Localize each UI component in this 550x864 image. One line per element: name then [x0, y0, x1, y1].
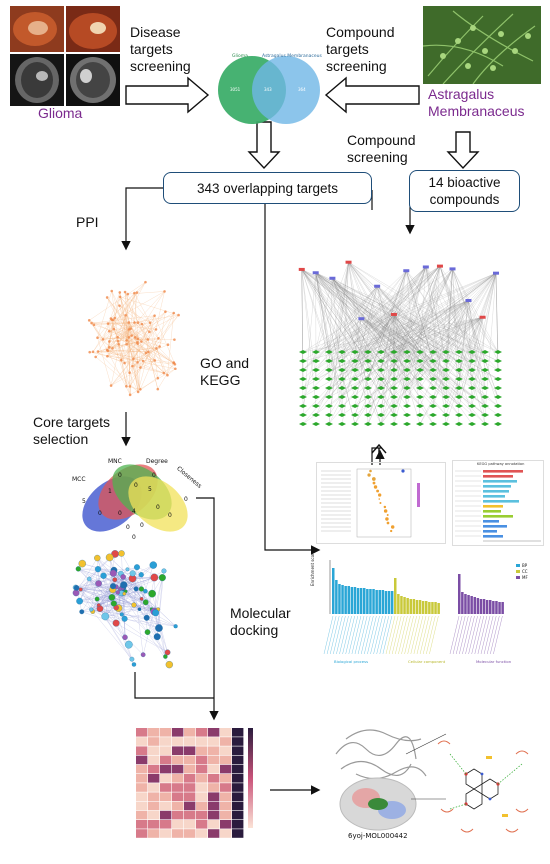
count-14: 0 — [132, 534, 136, 541]
kegg-title: KEGG pathway annotation — [477, 462, 525, 466]
venn-right-count: 364 — [298, 87, 306, 92]
count-8: 0 — [118, 510, 122, 517]
disease-targets-screening-label: Disease targets screening — [130, 24, 191, 74]
venn-right-title: Astragalus Membranaceus — [262, 54, 322, 59]
bioactive-compounds-box: 14 bioactive compounds — [409, 170, 520, 212]
group-cc: Cellular component — [408, 659, 446, 664]
legend-bp: BP — [522, 563, 528, 568]
kegg-annotation-chart: KEGG pathway annotation — [452, 460, 544, 546]
count-12: 0 — [140, 522, 144, 529]
venn-left-count: 3051 — [230, 87, 241, 92]
venn-left-title: Glioma — [232, 54, 248, 59]
glioma-image — [10, 6, 120, 106]
count-3: 0 — [184, 496, 188, 503]
count-1: 0 — [118, 472, 122, 479]
count-9: 4 — [132, 508, 136, 515]
go-kegg-label: GO and KEGG — [200, 355, 250, 388]
count-4: 5 — [148, 486, 152, 493]
count-7: 0 — [168, 512, 172, 519]
set-mnc: MNC — [108, 458, 122, 465]
group-bp: Biological process — [334, 659, 369, 664]
count-11: 0 — [156, 504, 160, 511]
venn-diagram: Glioma Astragalus Membranaceus 3051 343 … — [212, 52, 326, 128]
venn-mid-count: 343 — [264, 87, 272, 92]
count-2: 0 — [152, 472, 156, 479]
set-mcc: MCC — [72, 476, 86, 483]
group-mf: Molecular function — [476, 659, 512, 664]
glioma-label: Glioma — [38, 105, 83, 121]
count-13: 0 — [126, 524, 130, 531]
ppi-label: PPI — [76, 214, 99, 230]
docking-heatmap — [118, 724, 266, 858]
count-10: 0 — [98, 510, 102, 517]
go-enrichment-chart: Enrichment score BP CC MF Biological pro… — [310, 551, 544, 668]
compound-target-network — [288, 252, 518, 442]
core-targets-label: Core targets selection — [33, 414, 111, 447]
astragalus-label: Astragalus Membranaceus — [428, 86, 525, 119]
docking-label: 6yoj-MOL000442 — [348, 832, 408, 840]
astragalus-image — [423, 6, 541, 84]
enrichment-ylabel: Enrichment score — [310, 550, 315, 586]
set-degree: Degree — [146, 458, 168, 465]
legend-cc: CC — [522, 569, 528, 574]
compound-targets-screening-label: Compound targets screening — [326, 24, 395, 74]
overlapping-targets-box: 343 overlapping targets — [163, 172, 372, 204]
count-5: 0 — [134, 482, 138, 489]
count-6: 1 — [108, 488, 112, 495]
compound-screening-label: Compound screening — [347, 132, 416, 165]
docking-structure-image: 6yoj-MOL000442 — [326, 714, 544, 844]
core-targets-venn: MCC MNC Degree Closeness 5 0 0 0 5 0 1 0… — [70, 452, 203, 544]
ppi-network — [60, 262, 210, 412]
legend-mf: MF — [522, 575, 528, 580]
go-bubble-plot — [316, 462, 446, 544]
count-0: 5 — [82, 498, 86, 505]
molecular-docking-label: Molecular docking — [230, 605, 291, 638]
core-target-network — [60, 544, 210, 674]
